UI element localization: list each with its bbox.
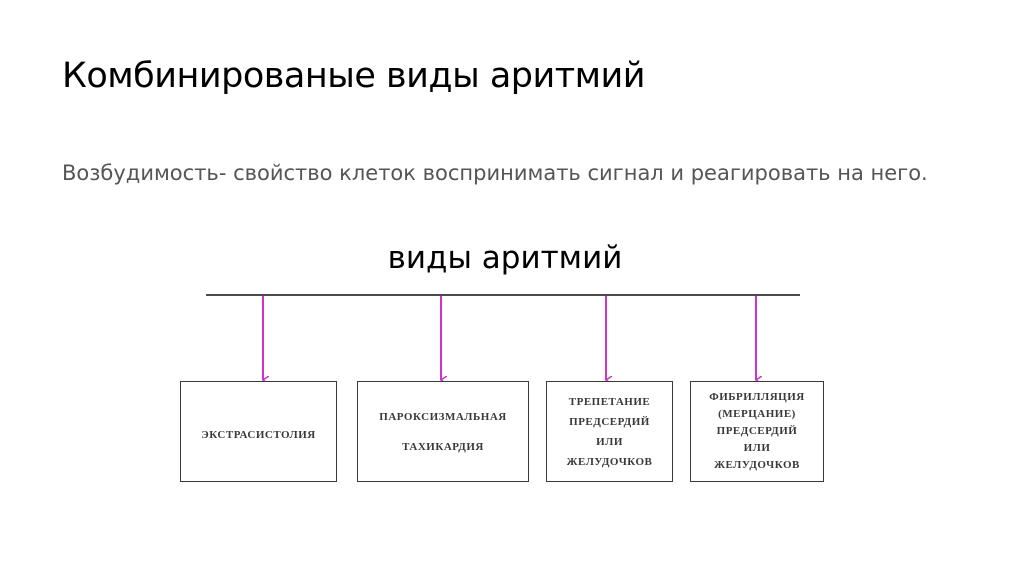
diagram-title: виды аритмий — [387, 240, 623, 276]
box-fibrillation: ФИБРИЛЛЯЦИЯ (МЕРЦАНИЕ) ПРЕДСЕРДИЙ ИЛИ ЖЕ… — [690, 381, 824, 482]
box-line: ИЛИ — [743, 442, 771, 454]
slide-title: Комбинированые виды аритмий — [62, 56, 646, 96]
box-line: ТАХИКАРДИЯ — [402, 440, 484, 453]
box-flutter: ТРЕПЕТАНИЕ ПРЕДСЕРДИЙ ИЛИ ЖЕЛУДОЧКОВ — [546, 381, 673, 482]
box-line: ЭКСТРАСИСТОЛИЯ — [201, 428, 316, 441]
box-line: ЖЕЛУДОЧКОВ — [714, 459, 800, 471]
box-line: ПАРОКСИЗМАЛЬНАЯ — [379, 410, 507, 423]
box-line: ПРЕДСЕРДИЙ — [716, 425, 798, 437]
box-line: ФИБРИЛЛЯЦИЯ — [709, 391, 805, 403]
box-line: ЖЕЛУДОЧКОВ — [566, 455, 653, 468]
box-paroxysmal-tachycardia: ПАРОКСИЗМАЛЬНАЯ ТАХИКАРДИЯ — [357, 381, 529, 482]
box-extrasystole: ЭКСТРАСИСТОЛИЯ — [180, 381, 337, 482]
slide-body-text: Возбудимость- свойство клеток воспринима… — [62, 161, 928, 185]
box-line: (МЕРЦАНИЕ) — [718, 408, 796, 420]
box-line: ТРЕПЕТАНИЕ — [568, 395, 651, 408]
box-line: ИЛИ — [596, 435, 623, 448]
box-line: ПРЕДСЕРДИЙ — [569, 415, 650, 428]
